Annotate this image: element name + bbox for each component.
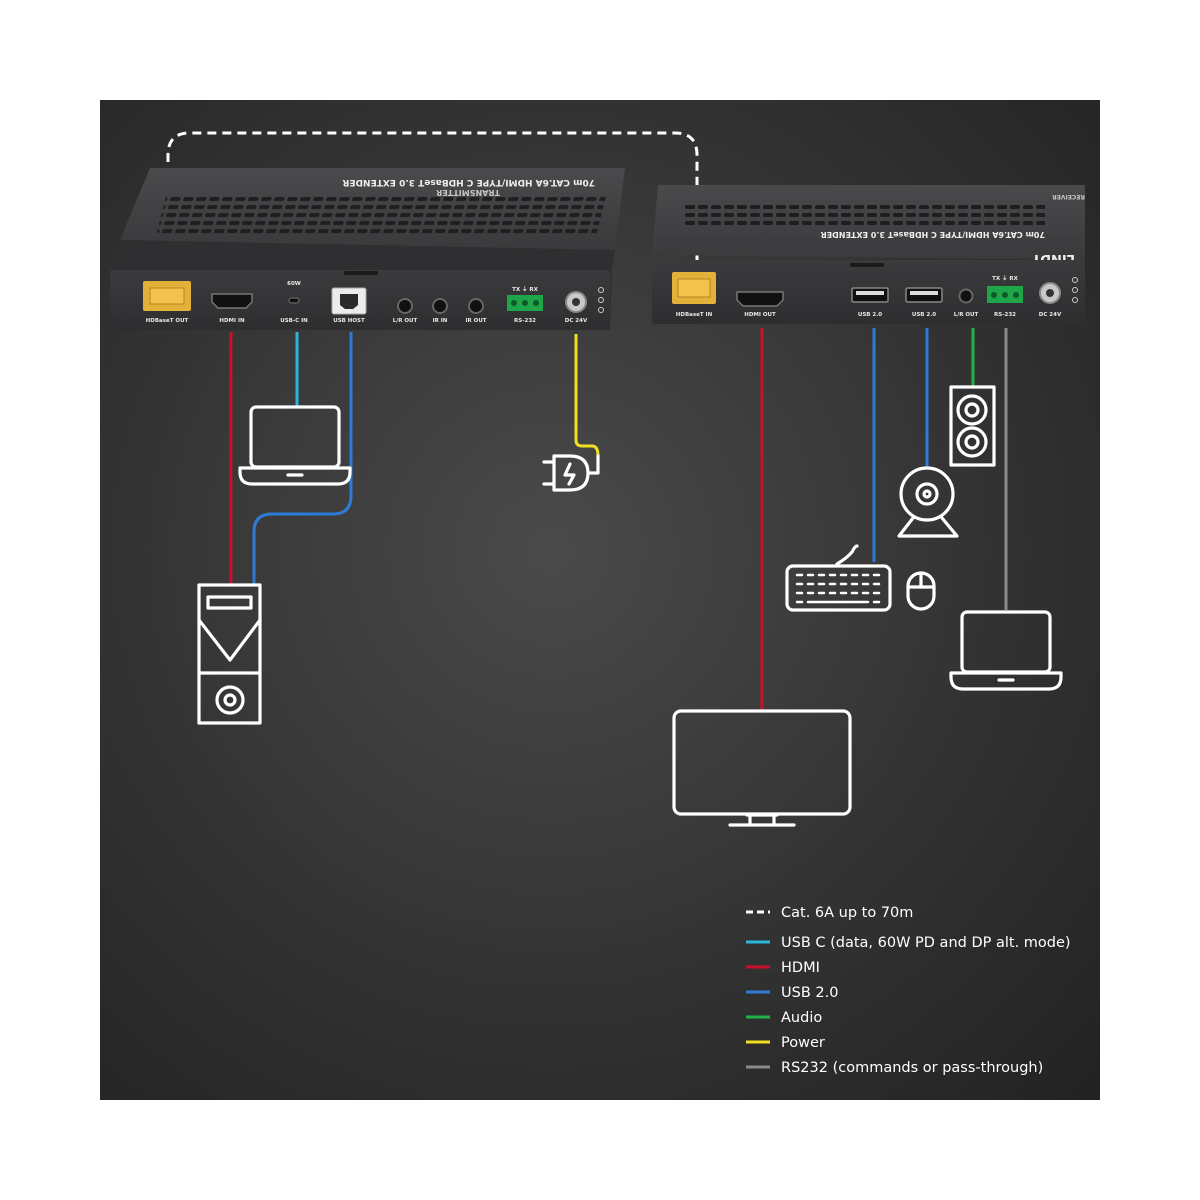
tx-top-text-2: TRANSMITTER <box>436 188 500 197</box>
rx-top-text-1: 70m CAT.6A HDMI/TYPE C HDBaseT 3.0 EXTEN… <box>821 230 1045 239</box>
usb-host-cable <box>252 332 353 584</box>
power-plug-icon <box>542 454 600 492</box>
legend-item: USB C (data, 60W PD and DP alt. mode) <box>746 935 1071 951</box>
tx-usb-host-label: USB HOST <box>333 318 365 324</box>
cat6a-cable <box>166 131 699 282</box>
tx-rs232-label: RS-232 <box>514 318 536 324</box>
tx-ir-in-jack <box>432 298 448 314</box>
tx-lr-out-label: L/R OUT <box>393 318 418 324</box>
legend-item: Power <box>746 1035 825 1051</box>
legend-item: Audio <box>746 1010 822 1026</box>
keyboard-icon <box>785 544 892 612</box>
legend-item: RS232 (commands or pass-through) <box>746 1060 1043 1076</box>
connection-diagram: 70m CAT.6A HDMI/TYPE C HDBaseT 3.0 EXTEN… <box>110 131 1085 1076</box>
tx-usbc-label: USB-C IN <box>280 318 308 324</box>
tx-rs232-pins: TX ⏚ RX <box>512 286 539 293</box>
tx-dc-label: DC 24V <box>565 318 588 324</box>
monitor-icon <box>672 709 852 827</box>
tx-ir-in-label: IR IN <box>433 318 448 324</box>
tx-ir-out-label: IR OUT <box>465 318 486 324</box>
legend-label: Cat. 6A up to 70m <box>781 905 913 921</box>
legend-label: RS232 (commands or pass-through) <box>781 1060 1043 1076</box>
diagram-panel: 70m CAT.6A HDMI/TYPE C HDBaseT 3.0 EXTEN… <box>100 100 1100 1100</box>
rx-hdmi-label: HDMI OUT <box>744 312 776 318</box>
rx-top-text-2: RECEIVER <box>1052 193 1085 200</box>
rx-usb2-label: USB 2.0 <box>912 312 936 318</box>
tx-usbc-power-label: 60W <box>287 281 301 287</box>
webcam-icon <box>897 466 959 538</box>
rx-usb1-label: USB 2.0 <box>858 312 882 318</box>
legend-label: USB 2.0 <box>781 985 838 1001</box>
tx-lr-out-jack <box>397 298 413 314</box>
rx-dc-label: DC 24V <box>1039 312 1062 318</box>
laptop-source-icon <box>238 405 352 486</box>
rx-rs232-label: RS-232 <box>994 312 1016 318</box>
tx-ir-out-jack <box>468 298 484 314</box>
tx-hdmi-port <box>211 293 253 309</box>
transmitter-unit: 70m CAT.6A HDMI/TYPE C HDBaseT 3.0 EXTEN… <box>110 168 625 330</box>
legend-label: USB C (data, 60W PD and DP alt. mode) <box>781 935 1071 951</box>
tx-hdbaset-label: HDBaseT OUT <box>146 318 189 324</box>
legend-label: HDMI <box>781 960 820 976</box>
receiver-unit: 70m CAT.6A HDMI/TYPE C HDBaseT 3.0 EXTEN… <box>652 185 1085 324</box>
legend-item: Cat. 6A up to 70m <box>746 905 913 921</box>
rx-hdbaset-label: HDBaseT IN <box>676 312 713 318</box>
legend-item: USB 2.0 <box>746 985 838 1001</box>
tx-top-text-1: 70m CAT.6A HDMI/TYPE C HDBaseT 3.0 EXTEN… <box>342 177 595 187</box>
rx-rs232-pins: TX ⏚ RX <box>992 275 1019 282</box>
speaker-icon <box>949 385 996 467</box>
rx-lr-out-jack <box>958 288 974 304</box>
tx-usbc-port <box>288 297 300 304</box>
legend-label: Power <box>781 1035 825 1051</box>
rx-lr-out-label: L/R OUT <box>954 312 979 318</box>
laptop-rs232-icon <box>949 610 1063 691</box>
mouse-icon <box>906 571 936 611</box>
power-cable <box>574 334 600 472</box>
rx-hdmi-port <box>736 291 784 307</box>
legend-label: Audio <box>781 1010 822 1026</box>
pc-tower-icon <box>197 583 262 725</box>
legend-item: HDMI <box>746 960 820 976</box>
tx-hdmi-label: HDMI IN <box>219 318 245 324</box>
